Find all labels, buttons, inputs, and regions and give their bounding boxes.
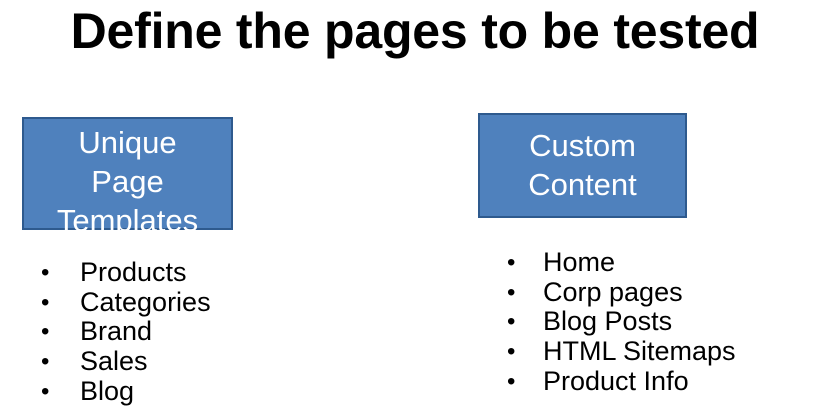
- bullet-icon: •: [41, 318, 50, 346]
- concept-box-label-line: Page: [91, 164, 164, 199]
- list-item-label: Categories: [80, 286, 211, 317]
- list-item-label: Blog: [80, 375, 135, 406]
- concept-box-label-line: Unique: [78, 125, 177, 160]
- concept-box-custom-content: Custom Content: [478, 113, 687, 218]
- bullet-icon: •: [41, 288, 50, 316]
- bullet-icon: •: [41, 259, 50, 286]
- concept-box-label-line: Content: [528, 167, 637, 202]
- list-item-label: HTML Sitemaps: [543, 336, 736, 367]
- concept-box-unique-page-templates: Unique Page Templates: [22, 117, 233, 238]
- bullet-icon: •: [507, 278, 516, 306]
- bullet-icon: •: [507, 367, 516, 395]
- list-item-label: Brand: [80, 316, 153, 347]
- bullet-icon: •: [41, 377, 50, 405]
- bullet-icon: •: [507, 249, 516, 276]
- bullet-icon: •: [507, 308, 516, 336]
- page-title: Define the pages to be tested: [70, 3, 760, 59]
- list-item-label: Sales: [80, 346, 148, 377]
- list-item-label: Product Info: [543, 365, 689, 396]
- list-item-label: Corp pages: [543, 276, 683, 307]
- bullet-icon: •: [507, 338, 516, 366]
- concept-box-label-group: Custom Content: [480, 126, 685, 204]
- concept-box-label-line: Custom: [529, 128, 636, 163]
- list-item-label: Home: [543, 247, 616, 277]
- list-item-label: Products: [80, 257, 187, 287]
- bullet-icon: •: [41, 348, 50, 376]
- concept-box-label-line: Templates: [56, 203, 199, 238]
- list-item-label: Blog Posts: [543, 306, 673, 337]
- concept-box-label-group: Unique Page Templates: [24, 123, 231, 240]
